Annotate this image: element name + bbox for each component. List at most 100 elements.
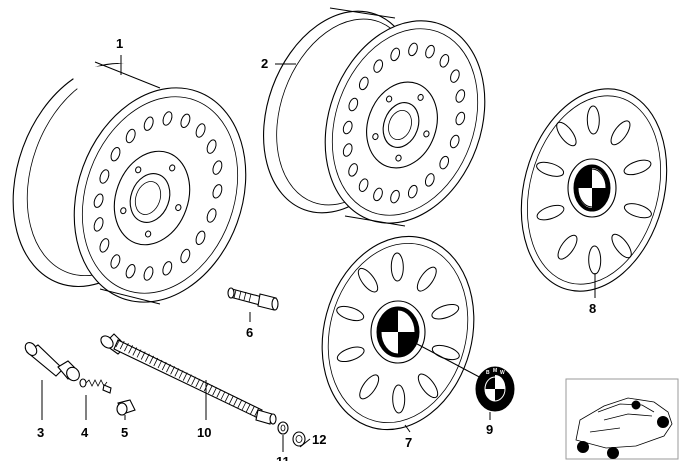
hose-braid (170, 366, 175, 375)
vent-hole (212, 160, 223, 175)
vent-hole (144, 230, 152, 238)
hose-braid (132, 347, 138, 356)
hose-braid (145, 353, 150, 362)
vent-hole (342, 143, 353, 157)
vent-hole (385, 95, 393, 103)
vent-hole (169, 164, 176, 172)
emblem-letter-m: M (493, 368, 497, 374)
vent-hole (348, 97, 359, 112)
inset-wheel-front-left (577, 441, 589, 453)
cap-slot (336, 346, 365, 363)
hose-braid (182, 372, 188, 381)
hose-braid (224, 393, 230, 402)
cap-slot (611, 233, 632, 259)
valve-part-3 (24, 342, 80, 382)
hub-cap-part-7 (321, 235, 475, 431)
hose-braid (115, 338, 121, 348)
hose-braid (229, 395, 234, 404)
hose-braid (195, 378, 201, 388)
vent-hole (395, 154, 402, 162)
callout-12: 12 (312, 432, 326, 447)
valve-cap-part-5 (116, 399, 136, 416)
vent-hole (135, 166, 142, 174)
vent-hole (455, 111, 466, 126)
vent-hole (417, 93, 424, 101)
callout-9: 9 (486, 422, 493, 437)
hose-braid (124, 343, 129, 352)
hose-braid (140, 351, 146, 360)
callout-8: 8 (589, 301, 596, 316)
vent-hole (110, 146, 121, 162)
vent-hole (206, 208, 217, 223)
vent-hole (120, 207, 127, 215)
cap-slot (536, 204, 565, 221)
vent-hole (408, 42, 418, 57)
vent-hole (424, 173, 435, 187)
callout-3: 3 (37, 425, 44, 440)
vent-hole (212, 184, 223, 199)
callout-1: 1 (116, 36, 123, 51)
vent-hole (449, 134, 460, 149)
cap-slot (623, 159, 652, 176)
leader-lines (41, 55, 596, 452)
vent-hole (358, 76, 369, 91)
vent-hole (390, 189, 400, 204)
cap-slot (417, 373, 439, 399)
hub-cap-part-8 (520, 88, 668, 292)
cap-slot (392, 384, 406, 414)
vent-hole (180, 248, 191, 264)
hose-braid (191, 376, 196, 385)
callout-2: 2 (261, 56, 268, 71)
hose-braid (212, 387, 217, 396)
vent-hole (180, 113, 191, 129)
cap-slot (416, 266, 437, 292)
hose-braid (166, 364, 171, 373)
hose-braid (199, 380, 205, 390)
hose-braid (174, 368, 180, 377)
valve-core-part-4 (79, 378, 112, 394)
washer-part-11 (277, 421, 289, 435)
vent-hole (162, 111, 173, 126)
vent-hole (125, 128, 136, 144)
emblem-letter-w: W (500, 370, 505, 376)
hose-braid (233, 397, 238, 406)
vent-hole (455, 89, 466, 103)
vent-hole (348, 163, 358, 177)
vent-hole (93, 217, 104, 232)
steel-wheel-part-2 (263, 7, 486, 227)
hose-braid (119, 340, 125, 350)
vent-hole (439, 54, 450, 68)
callout-10: 10 (197, 425, 211, 440)
vent-hole (93, 193, 104, 208)
hose-braid (216, 389, 222, 398)
hose-braid (161, 361, 167, 371)
vent-hole (143, 116, 154, 131)
vent-hole (373, 187, 383, 202)
cap-slot (431, 303, 460, 320)
callout-7: 7 (405, 435, 412, 450)
inset-wheel-front-right (607, 447, 619, 459)
nut-part-12 (292, 431, 306, 447)
cap-slot (359, 374, 380, 400)
hose-braid (245, 403, 251, 413)
vent-hole (143, 266, 154, 281)
valve-extension-part-10 (100, 333, 277, 425)
vent-hole (195, 123, 206, 138)
hose-braid (157, 359, 163, 369)
hose-braid (153, 357, 159, 367)
vent-hole (439, 155, 450, 170)
hose-braid (220, 391, 226, 400)
callouts: 1 2 3 4 5 6 7 8 9 10 11 12 (37, 36, 596, 461)
hose-braid (208, 385, 213, 394)
cap-slot (610, 120, 631, 146)
vent-hole (206, 139, 217, 154)
cap-slot (390, 252, 404, 282)
hose-braid (136, 349, 142, 358)
vent-hole (358, 178, 369, 192)
cap-slot (556, 121, 577, 147)
vent-hole (423, 130, 430, 138)
cap-slot (586, 105, 600, 135)
hose-braid (149, 355, 154, 364)
hose-braid (178, 370, 184, 379)
